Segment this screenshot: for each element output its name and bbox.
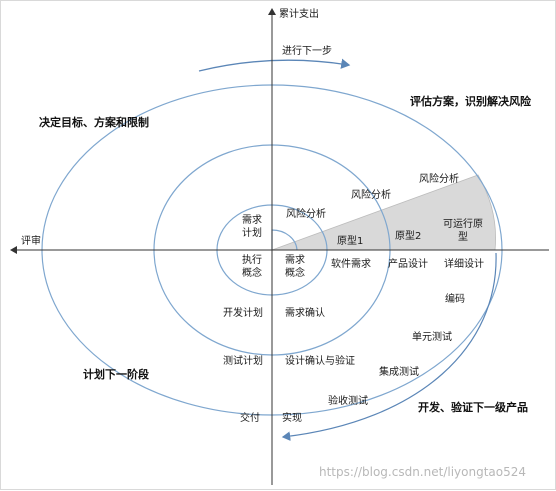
- implementation: 实现: [282, 413, 302, 424]
- execution-concept-line1: 执行: [242, 255, 262, 266]
- spiral-core-arc: [271, 229, 298, 251]
- unit-test: 单元测试: [412, 332, 452, 343]
- prototype-runnable-line2: 型: [458, 232, 468, 243]
- requirements-plan-line1: 需求: [242, 215, 262, 226]
- coding: 编码: [445, 294, 465, 305]
- progress-arrow: [198, 58, 351, 72]
- requirements-concept-line1: 需求: [285, 255, 305, 266]
- prototype-wedge: [271, 174, 496, 251]
- prototype-2: 原型2: [395, 231, 422, 242]
- quadrant-title-top-right: 评估方案，识别解决风险: [410, 95, 531, 108]
- watermark: https://blog.csdn.net/liyongtao524: [319, 465, 526, 479]
- risk-analysis-1: 风险分析: [286, 209, 326, 220]
- prototype-runnable: 可运行原 型: [441, 218, 485, 244]
- spiral-outer-arrow: [281, 252, 497, 441]
- requirements-plan: 需求 计划: [237, 214, 267, 240]
- risk-analysis-2: 风险分析: [351, 190, 391, 201]
- prototype-runnable-line1: 可运行原: [443, 219, 483, 230]
- quadrant-title-bottom-right: 开发、验证下一级产品: [418, 401, 528, 414]
- requirements-plan-line2: 计划: [242, 228, 262, 239]
- delivery: 交付: [240, 413, 260, 424]
- requirements-concept: 需求 概念: [280, 254, 310, 280]
- prototype-1: 原型1: [337, 236, 364, 247]
- risk-analysis-3: 风险分析: [419, 174, 459, 185]
- test-plan: 测试计划: [223, 356, 263, 367]
- execution-concept: 执行 概念: [237, 254, 267, 280]
- integration-test: 集成测试: [379, 367, 419, 378]
- requirements-confirmation: 需求确认: [285, 308, 325, 319]
- development-plan: 开发计划: [223, 308, 263, 319]
- x-axis-label: 评审: [21, 236, 41, 247]
- requirements-concept-line2: 概念: [285, 268, 305, 279]
- progress-label: 进行下一步: [282, 46, 332, 57]
- acceptance-test: 验收测试: [328, 396, 368, 407]
- product-design: 产品设计: [388, 259, 428, 270]
- y-axis-label: 累计支出: [279, 9, 319, 20]
- quadrant-title-top-left: 决定目标、方案和限制: [39, 116, 149, 129]
- design-confirmation: 设计确认与验证: [285, 356, 355, 367]
- quadrant-title-bottom-left: 计划下一阶段: [83, 368, 149, 381]
- execution-concept-line2: 概念: [242, 268, 262, 279]
- software-requirements: 软件需求: [331, 259, 371, 270]
- detailed-design: 详细设计: [444, 259, 484, 270]
